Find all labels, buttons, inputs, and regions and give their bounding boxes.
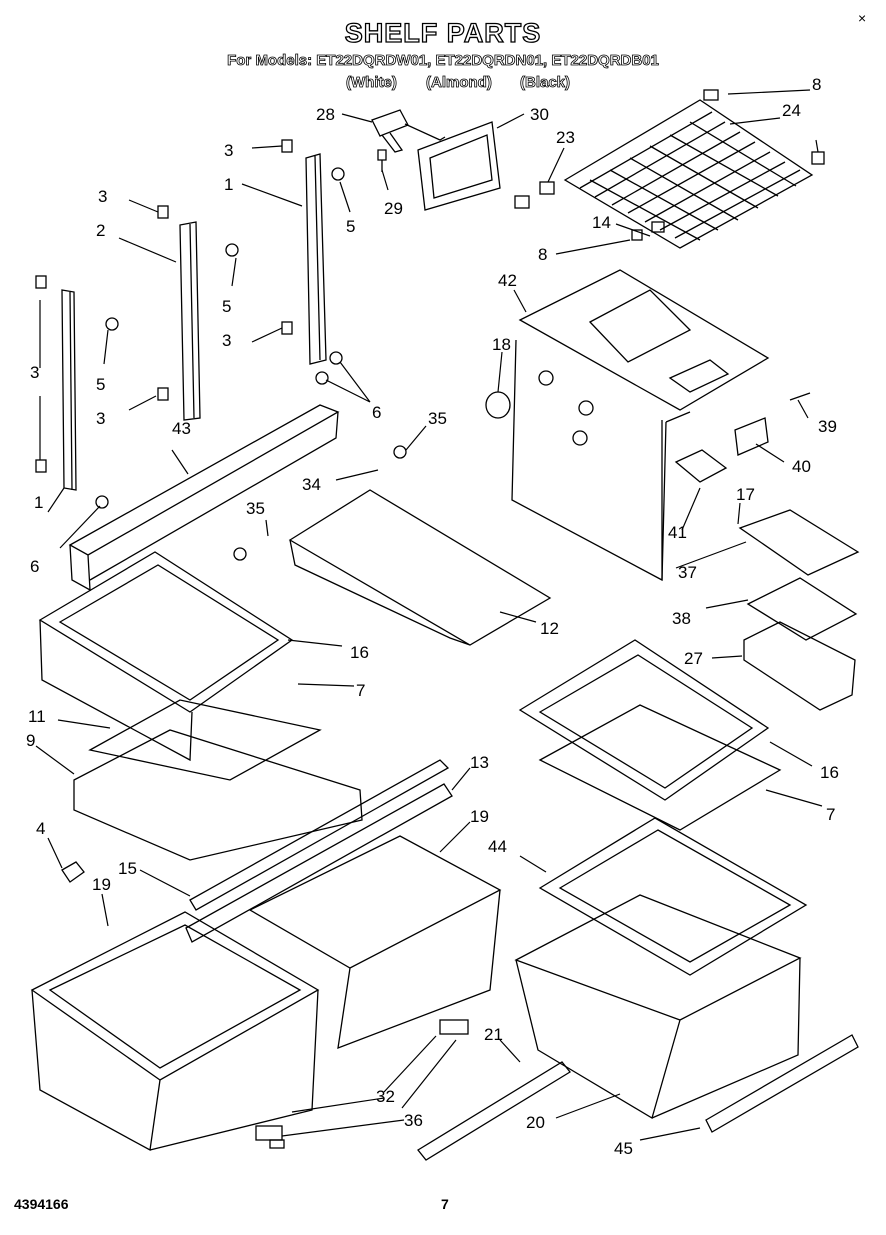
screws: [95, 167, 407, 561]
callout-3-e: 3: [30, 363, 39, 382]
page-title: SHELF PARTS: [344, 17, 542, 48]
callout-19-mid: 19: [470, 807, 489, 826]
callout-40: 40: [792, 457, 811, 476]
callout-30: 30: [530, 105, 549, 124]
callout-23: 23: [556, 128, 575, 147]
callout-28: 28: [316, 105, 335, 124]
color-white-label: (White): [346, 74, 398, 92]
callout-6-b: 6: [30, 557, 39, 576]
butter-tray-17-38-27: [738, 509, 860, 711]
callout-6-a: 6: [372, 403, 381, 422]
wire-shelf-24: [563, 99, 814, 249]
models-line: For Models: ET22DQRDW01, ET22DQRDN01, ET…: [227, 52, 660, 70]
callout-41: 41: [668, 523, 687, 542]
callout-2: 2: [96, 221, 105, 240]
callout-19-left: 19: [92, 875, 111, 894]
callout-42: 42: [498, 271, 517, 290]
callout-15: 15: [118, 859, 137, 878]
callout-9: 9: [26, 731, 35, 750]
callout-8-top: 8: [812, 75, 821, 94]
callout-7-right: 7: [826, 805, 835, 824]
leader-lines: [35, 89, 823, 1141]
shelf-16-right: [518, 639, 770, 801]
callout-numbers: 28 30 8 24 3 23 1 3 29 5 2 14 8 5 3 42 5…: [26, 75, 839, 1158]
callout-43: 43: [172, 419, 191, 438]
callout-14: 14: [592, 213, 611, 232]
callout-37: 37: [678, 563, 697, 582]
rails-13-15: [185, 759, 453, 943]
callout-36: 36: [404, 1111, 423, 1130]
callout-3-a: 3: [224, 141, 233, 160]
callout-3-c: 3: [222, 331, 231, 350]
callout-27: 27: [684, 649, 703, 668]
callout-35-b: 35: [246, 499, 265, 518]
callout-1-a: 1: [224, 175, 233, 194]
callout-21: 21: [484, 1025, 503, 1044]
callout-5-a: 5: [346, 217, 355, 236]
callout-8-mid: 8: [538, 245, 547, 264]
callout-5-b: 5: [222, 297, 231, 316]
callout-18: 18: [492, 335, 511, 354]
shelf-7-11-9-left: [73, 699, 363, 861]
crisper-cover-42-and-housing: [485, 269, 770, 582]
trim-21-45: [417, 1034, 859, 1161]
control-parts-39-40-41: [674, 392, 811, 483]
pan-43-frame: [68, 404, 340, 592]
callout-3-d: 3: [96, 409, 105, 428]
callout-1-b: 1: [34, 493, 43, 512]
shelf-brackets-top: [371, 109, 501, 211]
callout-4: 4: [36, 819, 45, 838]
small-clips: [514, 89, 825, 241]
callout-13: 13: [470, 753, 489, 772]
callout-29: 29: [384, 199, 403, 218]
callout-45: 45: [614, 1139, 633, 1158]
shelf-44-right: [538, 817, 808, 976]
callout-17: 17: [736, 485, 755, 504]
callout-3-b: 3: [98, 187, 107, 206]
callout-39: 39: [818, 417, 837, 436]
callout-7-left: 7: [356, 681, 365, 700]
callout-12: 12: [540, 619, 559, 638]
glass-shelf-12: [288, 489, 552, 646]
callout-20: 20: [526, 1113, 545, 1132]
color-almond-label: (Almond): [426, 74, 493, 92]
callout-32: 32: [376, 1087, 395, 1106]
clips-4-32-36: [61, 861, 469, 1149]
ladder-tracks: [35, 139, 327, 491]
callout-35-a: 35: [428, 409, 447, 428]
callout-16-right: 16: [820, 763, 839, 782]
callout-44: 44: [488, 837, 507, 856]
callout-24: 24: [782, 101, 801, 120]
callout-16-left: 16: [350, 643, 369, 662]
document-number: 4394166: [14, 1196, 69, 1212]
shelf-7-right: [538, 704, 782, 831]
corner-mark: ×: [858, 10, 867, 26]
page-number: 7: [441, 1196, 449, 1212]
callout-11: 11: [28, 707, 46, 726]
callout-34: 34: [302, 475, 321, 494]
color-black-label: (Black): [520, 74, 571, 92]
callout-38: 38: [672, 609, 691, 628]
callout-5-c: 5: [96, 375, 105, 394]
crisper-pans-19-20: [30, 835, 802, 1152]
